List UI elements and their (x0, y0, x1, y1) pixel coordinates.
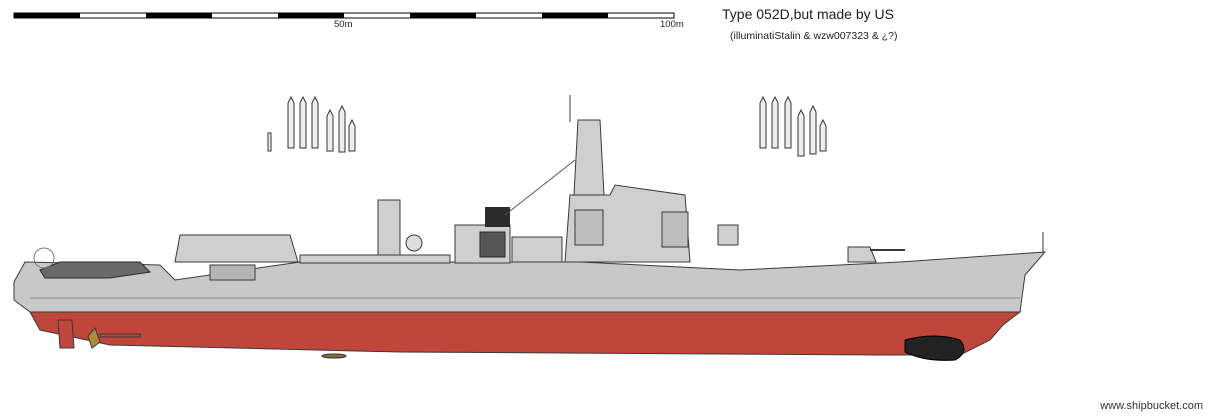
rudder (57, 319, 75, 349)
drawing-credits: (illuminatiStalin & wzw007323 & ¿?) (730, 30, 898, 42)
main-gun-turret (847, 246, 877, 263)
scale-label-50m: 50m (334, 19, 353, 30)
missile-group-right (759, 95, 827, 157)
hull-upper (13, 251, 1047, 313)
drawing-title: Type 052D,but made by US (722, 6, 894, 22)
hangar-door (209, 264, 256, 281)
aft-radar-director (377, 199, 401, 256)
forward-ciws (717, 224, 739, 246)
stay-line (504, 159, 576, 216)
scale-bar (13, 12, 675, 19)
helicopter (33, 247, 152, 279)
radar-panel-fwd (661, 211, 689, 248)
shipbucket-watermark: www.shipbucket.com (1100, 400, 1203, 412)
missile-group-left (267, 95, 356, 153)
radar-panel-aft (574, 209, 604, 246)
hangar-superstructure (174, 234, 299, 263)
scale-label-100m: 100m (660, 19, 684, 30)
main-mast (573, 119, 605, 196)
propeller (87, 327, 101, 349)
window-grid (479, 231, 506, 258)
towed-array-fairlead (321, 353, 347, 359)
shaft-strut (99, 333, 141, 338)
window-block (485, 207, 510, 227)
mid-deckhouse (299, 254, 451, 264)
hull-lower (29, 311, 1022, 356)
sonar-bulb (904, 335, 965, 361)
funnel (511, 236, 563, 263)
radar-dome (405, 234, 423, 252)
